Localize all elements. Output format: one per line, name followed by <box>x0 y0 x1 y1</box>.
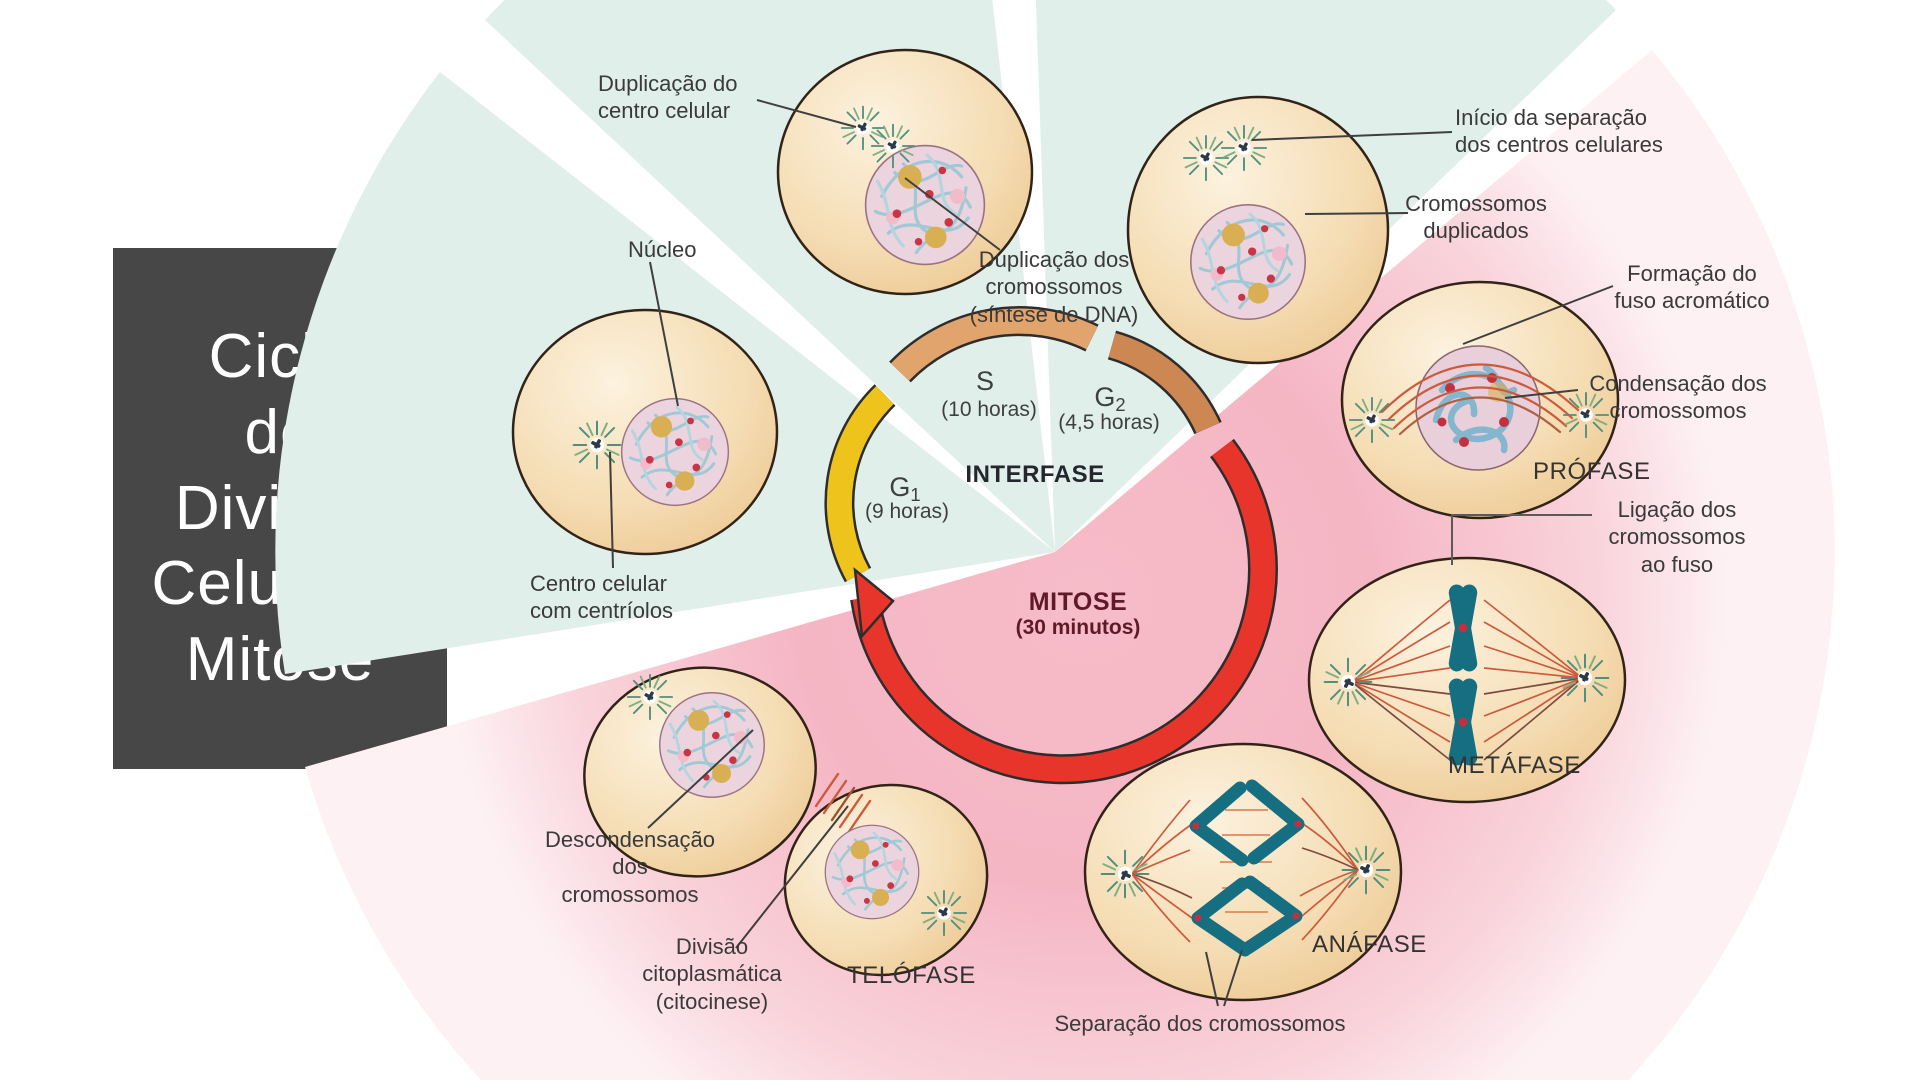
pointer-lines <box>609 99 1614 1007</box>
cell-telofase <box>583 666 989 977</box>
cell-g1 <box>511 308 779 556</box>
arc-s <box>890 308 1098 381</box>
stage-telofase: TELÓFASE <box>847 962 976 989</box>
cycle-g1-duration: (9 horas) <box>864 500 950 523</box>
anafase-fibers <box>1131 797 1359 943</box>
cell-profase <box>1340 280 1620 520</box>
cycle-s-label: S <box>975 366 995 396</box>
cell-anafase <box>1083 742 1403 1002</box>
label-formacao-fuso: Formação do fuso acromático <box>1614 261 1770 314</box>
label-descondensacao: Descondensação dos cromossomos <box>544 827 716 907</box>
cell-g2 <box>1126 95 1390 365</box>
cycle-mitose-duration: (30 minutos) <box>1015 616 1141 639</box>
metafase-chromosomes <box>1448 584 1478 766</box>
stage-metafase: METÁFASE <box>1448 752 1581 779</box>
stage-anafase: ANÁFASE <box>1312 931 1427 958</box>
label-condensacao: Condensação dos cromossomos <box>1589 371 1767 424</box>
label-centro-celular: Centro celular com centríolos <box>530 571 674 624</box>
label-cromossomos-duplicados: Cromossomos duplicados <box>1405 191 1547 244</box>
label-separacao-cromossomos: Separação dos cromossomos <box>1054 1011 1346 1036</box>
background-wedges <box>275 0 1835 1080</box>
metafase-fibers <box>1351 599 1583 761</box>
cycle-g2-duration: (4,5 horas) <box>1058 411 1160 434</box>
anafase-kinetochores <box>1192 820 1302 922</box>
label-divisao-citoplasmatica: Divisão citoplasmática (citocinese) <box>642 934 782 1014</box>
profase-spindle <box>1380 363 1580 436</box>
cell-metafase <box>1307 556 1627 804</box>
telofase-midbody <box>814 772 872 835</box>
stage-profase: PRÓFASE <box>1533 458 1651 485</box>
arc-g1 <box>826 386 894 582</box>
label-ligacao-fuso: Ligação dos cromossomos ao fuso <box>1608 497 1746 577</box>
label-duplicacao-cromossomos: Duplicação dos cromossomos (síntese de D… <box>969 247 1139 327</box>
label-duplicacao-centro: Duplicação do centro celular <box>598 71 738 124</box>
cycle-s-duration: (10 horas) <box>941 398 1037 421</box>
cycle-interfase-label: INTERFASE <box>965 461 1105 488</box>
cell-s-phase <box>776 48 1034 296</box>
cycle-g2-label: G2 <box>1094 382 1126 415</box>
arc-mitose <box>852 440 1276 782</box>
cycle-arcs <box>824 306 1278 785</box>
mitose-arrow-tip <box>853 567 895 639</box>
cells <box>511 48 1627 1002</box>
cycle-mitose-label: MITOSE <box>1028 588 1128 616</box>
label-nucleo: Núcleo <box>628 237 697 262</box>
cycle-g1-label: G1 <box>889 472 921 505</box>
arc-g2 <box>1108 332 1220 434</box>
label-inicio-separacao: Início da separação dos centros celulare… <box>1455 105 1663 158</box>
